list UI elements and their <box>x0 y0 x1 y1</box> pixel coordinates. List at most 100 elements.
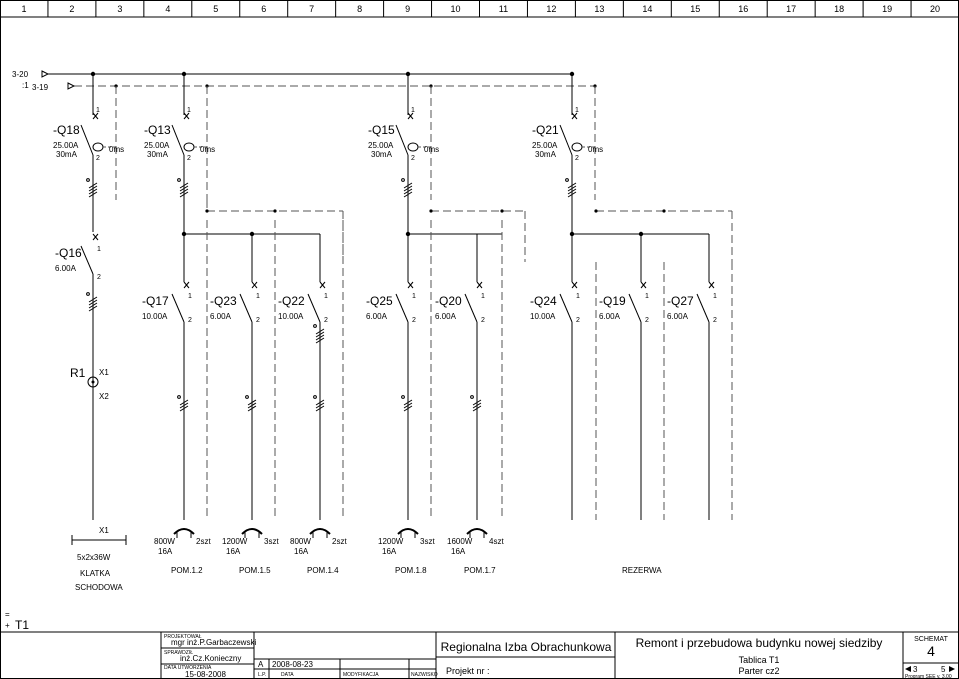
column-number: 18 <box>834 4 844 14</box>
q16-terminal-2: 2 <box>97 274 101 281</box>
rcd-2-tick <box>403 182 413 189</box>
rcd-terminal-2: 2 <box>96 155 100 162</box>
rcd-current: 25.00A <box>144 141 170 150</box>
breaker-terminal-1: 1 <box>481 293 485 300</box>
breaker-terminal-1: 1 <box>256 293 260 300</box>
socket-qty: 4szt <box>489 537 504 546</box>
link-dot <box>594 209 598 213</box>
rcd-time: 0ms <box>200 145 215 154</box>
rcd-current: 25.00A <box>53 141 79 150</box>
socket-symbol <box>173 528 195 535</box>
lamp-terminal: X1 <box>99 526 109 535</box>
breaker-0-blade <box>171 293 185 323</box>
feed-ref-b: 3-19 <box>32 83 49 92</box>
rcd-time: 0ms <box>109 145 124 154</box>
rcd-2-tick <box>403 191 413 198</box>
breaker-name: -Q25 <box>366 294 393 308</box>
rcd-1-tick <box>179 191 189 198</box>
socket-qty: 2szt <box>332 537 347 546</box>
breaker-terminal-2: 2 <box>645 317 649 324</box>
rcd-time: 0ms <box>588 145 603 154</box>
relay-center <box>91 380 95 384</box>
q16-terminal-1: 1 <box>97 246 101 253</box>
feed-ref-a: 3-20 <box>12 70 29 79</box>
rcd-3-tick <box>567 185 577 192</box>
rcd-terminal-2: 2 <box>411 155 415 162</box>
column-number: 3 <box>117 4 122 14</box>
rcd-3-blade <box>559 124 573 156</box>
socket-cable-1-n-mark <box>245 395 249 399</box>
column-number: 1 <box>21 4 26 14</box>
rcd-toroid <box>407 142 419 152</box>
socket-symbol <box>466 528 488 535</box>
breaker-name: -Q19 <box>599 294 626 308</box>
breaker-terminal-1: 1 <box>713 293 717 300</box>
q16-tick <box>88 299 98 306</box>
socket-power: 1200W <box>222 537 248 546</box>
link-dot <box>273 209 277 213</box>
breaker-q22-tick <box>315 334 325 341</box>
rcd-1-tick <box>179 182 189 189</box>
rcd-0-tick <box>88 185 98 192</box>
socket-cable-4-tick <box>472 402 482 409</box>
socket-cable-0-tick <box>179 402 189 409</box>
breaker-4-blade <box>464 293 478 323</box>
rcd-time: 0ms <box>424 145 439 154</box>
lamp-spec: 5x2x36W <box>77 553 111 562</box>
project-label: Projekt nr : <box>446 666 490 676</box>
socket-power: 1600W <box>447 537 473 546</box>
breaker-terminal-1: 1 <box>576 293 580 300</box>
rcd-current: 25.00A <box>532 141 558 150</box>
column-number: 7 <box>309 4 314 14</box>
column-number: 9 <box>405 4 410 14</box>
lamp-label: KLATKA <box>80 569 111 578</box>
designer-label: PROJEKTOWAŁ <box>164 634 202 640</box>
breaker-terminal-2: 2 <box>481 317 485 324</box>
column-number: 2 <box>69 4 74 14</box>
breaker-5-blade <box>559 293 573 323</box>
socket-cable-2-tick <box>315 399 325 406</box>
socket-cable-2-tick <box>315 405 325 412</box>
breaker-current: 6.00A <box>667 312 689 321</box>
breaker-current: 6.00A <box>366 312 388 321</box>
breaker-current: 10.00A <box>530 312 556 321</box>
socket-current: 16A <box>382 547 397 556</box>
schemat-label: SCHEMAT <box>914 636 948 643</box>
column-number: 6 <box>261 4 266 14</box>
rcd-0-n-mark <box>86 178 90 182</box>
relay-coil <box>87 376 99 388</box>
rcd-0-cross-b <box>92 112 99 120</box>
breaker-name: -Q22 <box>278 294 305 308</box>
q16-tick <box>88 302 98 309</box>
creation-date: 15-08-2008 <box>185 670 226 679</box>
rcd-toroid <box>92 142 104 152</box>
socket-current: 16A <box>158 547 173 556</box>
client-name: Regionalna Izba Obrachunkowa <box>441 640 612 654</box>
sheet-subtitle-1: Tablica T1 <box>739 655 780 665</box>
breaker-0-cross-b <box>183 281 190 289</box>
breaker-current: 6.00A <box>210 312 232 321</box>
breaker-current: 6.00A <box>599 312 621 321</box>
rcd-terminal-2: 2 <box>575 155 579 162</box>
socket-room: POM.1.2 <box>171 566 203 575</box>
date-label: DATA UTWORZENIA <box>164 665 212 671</box>
breaker-7-cross-b <box>708 281 715 289</box>
breaker-1-blade <box>239 293 253 323</box>
q16-blade <box>80 245 94 275</box>
rcd-1-tick <box>179 185 189 192</box>
rcd-3-tick <box>567 182 577 189</box>
column-number: 8 <box>357 4 362 14</box>
rcd-2-n-mark <box>401 178 405 182</box>
prev-sheet: 3 <box>913 665 918 674</box>
rcd-2-blade <box>395 124 409 156</box>
column-number: 13 <box>594 4 604 14</box>
link-dot <box>205 209 209 213</box>
rcd-1-n-mark <box>177 178 181 182</box>
q16-current: 6.00A <box>55 264 77 273</box>
rcd-0-tick <box>88 191 98 198</box>
checker-label: SPRAWDZIŁ <box>164 650 193 656</box>
socket-cable-3-tick <box>403 405 413 412</box>
breaker-terminal-1: 1 <box>645 293 649 300</box>
